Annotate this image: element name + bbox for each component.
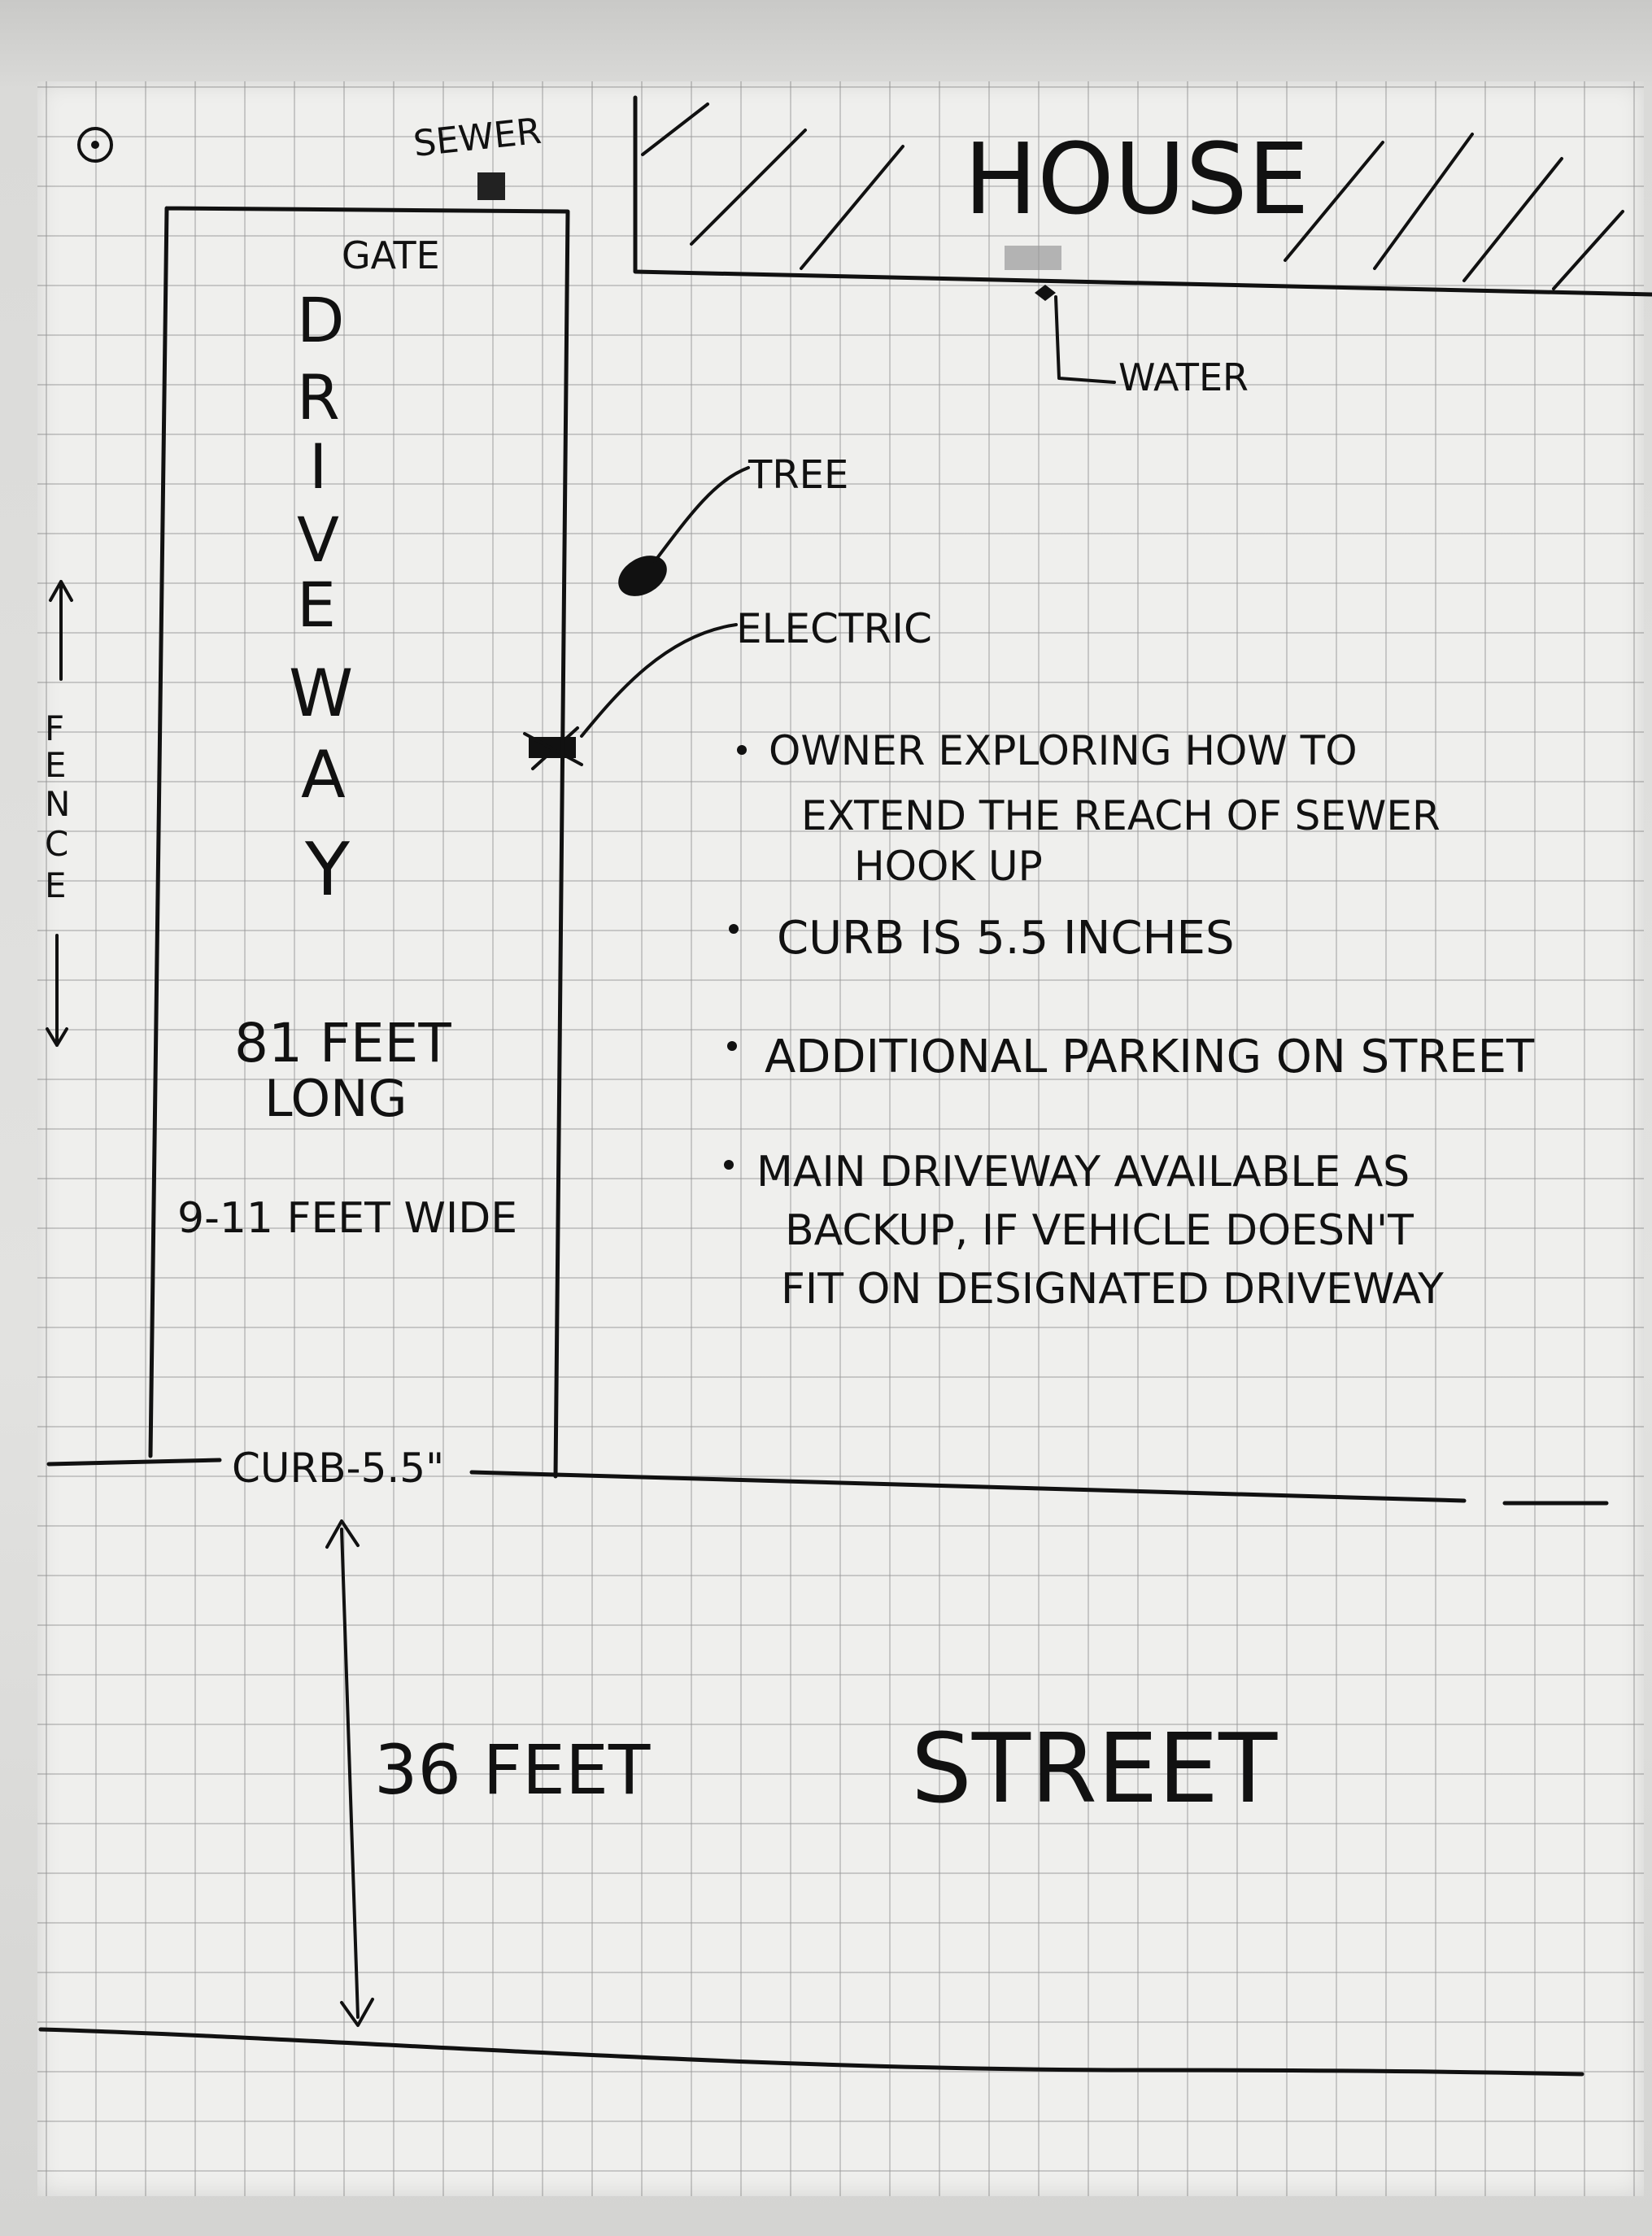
svg-text:N: N xyxy=(45,784,70,824)
driveway-width-label: 9-11 FEET WIDE xyxy=(177,1194,517,1243)
curb-line xyxy=(46,1458,1609,1506)
svg-text:EXTEND THE REACH OF SEWER: EXTEND THE REACH OF SEWER xyxy=(801,792,1441,839)
svg-text:OWNER EXPLORING HOW TO: OWNER EXPLORING HOW TO xyxy=(769,727,1358,774)
svg-text:E: E xyxy=(297,569,336,641)
curb-label: CURB-5.5" xyxy=(232,1445,444,1492)
tree-icon xyxy=(618,556,667,596)
electric-label: ELECTRIC xyxy=(736,605,932,652)
gate-label: GATE xyxy=(342,233,440,277)
grid-paper xyxy=(37,81,1644,2196)
street-width-dimension xyxy=(325,1519,374,2027)
note-item: MAIN DRIVEWAY AVAILABLE AS BACKUP, IF VE… xyxy=(724,1148,1444,1314)
water-meter-icon xyxy=(1005,246,1061,270)
note-item: OWNER EXPLORING HOW TO EXTEND THE REACH … xyxy=(737,727,1441,890)
sewer-symbol-icon xyxy=(477,172,505,200)
svg-text:F: F xyxy=(45,708,64,748)
svg-text:R: R xyxy=(297,361,340,434)
driveway-length-line2: LONG xyxy=(264,1069,408,1128)
corner-marker-icon xyxy=(77,127,113,163)
water-callout xyxy=(1035,285,1116,384)
street-label: STREET xyxy=(911,1712,1278,1824)
tree-label: TREE xyxy=(748,452,848,498)
street-width-label: 36 FEET xyxy=(374,1730,651,1810)
tree-callout xyxy=(618,466,750,596)
svg-text:D: D xyxy=(297,284,345,356)
fence-vertical-label: F E N C E xyxy=(45,708,70,905)
svg-text:CURB IS 5.5 INCHES: CURB IS 5.5 INCHES xyxy=(777,912,1235,965)
svg-text:W: W xyxy=(289,656,353,731)
svg-text:I: I xyxy=(309,430,327,503)
note-item: CURB IS 5.5 INCHES xyxy=(729,912,1235,965)
note-item: ADDITIONAL PARKING ON STREET xyxy=(727,1031,1535,1083)
svg-text:V: V xyxy=(297,503,339,576)
svg-text:HOOK UP: HOOK UP xyxy=(854,843,1043,890)
svg-text:MAIN DRIVEWAY AVAILABLE AS: MAIN DRIVEWAY AVAILABLE AS xyxy=(756,1148,1410,1196)
sewer-label: SEWER xyxy=(412,111,543,165)
notes-list: OWNER EXPLORING HOW TO EXTEND THE REACH … xyxy=(724,727,1535,1314)
svg-text:A: A xyxy=(301,737,346,813)
water-label: WATER xyxy=(1118,355,1249,399)
svg-text:E: E xyxy=(45,745,67,785)
svg-text:Y: Y xyxy=(304,827,351,913)
svg-text:FIT ON DESIGNATED DRIVEWAY: FIT ON DESIGNATED DRIVEWAY xyxy=(781,1265,1444,1314)
svg-text:ADDITIONAL PARKING ON STREET: ADDITIONAL PARKING ON STREET xyxy=(765,1031,1535,1083)
svg-text:C: C xyxy=(45,824,68,864)
house-label: HOUSE xyxy=(964,124,1310,237)
electric-box-icon xyxy=(523,726,583,770)
svg-text:BACKUP, IF VEHICLE DOESN'T: BACKUP, IF VEHICLE DOESN'T xyxy=(785,1206,1414,1255)
far-curb-line xyxy=(38,2027,1584,2077)
house-outline xyxy=(633,95,1652,297)
svg-text:E: E xyxy=(45,865,67,905)
electric-callout xyxy=(523,623,738,770)
driveway-outline xyxy=(148,206,570,1479)
driveway-length-line1: 81 FEET xyxy=(234,1012,451,1074)
fence-dimension xyxy=(46,580,73,1047)
driveway-vertical-label: D R I V E W A Y xyxy=(289,284,353,913)
